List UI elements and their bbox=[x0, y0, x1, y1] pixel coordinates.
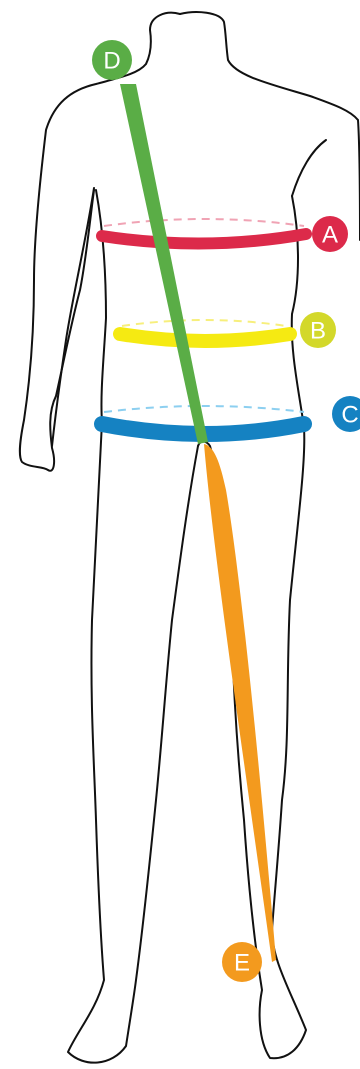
marker-b-label: B bbox=[310, 318, 326, 345]
measurement-a-guide bbox=[104, 219, 304, 226]
measurement-c: C bbox=[102, 396, 360, 434]
measurement-e-band bbox=[204, 444, 276, 962]
body-outline-left bbox=[20, 13, 198, 1063]
measurement-c-guide bbox=[104, 406, 304, 412]
measurement-a: A bbox=[102, 216, 348, 252]
marker-d-label: D bbox=[103, 48, 120, 75]
right-arm-inner bbox=[292, 140, 326, 196]
marker-c-label: C bbox=[341, 402, 358, 429]
measurement-a-band bbox=[102, 234, 306, 244]
measurement-b-band bbox=[120, 334, 290, 341]
measurement-b-guide bbox=[122, 320, 286, 326]
measurement-b: B bbox=[120, 312, 336, 348]
marker-a-label: A bbox=[322, 222, 338, 249]
marker-e-label: E bbox=[234, 950, 250, 977]
body-outline bbox=[20, 12, 360, 1063]
measurement-e: E bbox=[204, 444, 276, 982]
measurement-d-band bbox=[120, 84, 208, 444]
